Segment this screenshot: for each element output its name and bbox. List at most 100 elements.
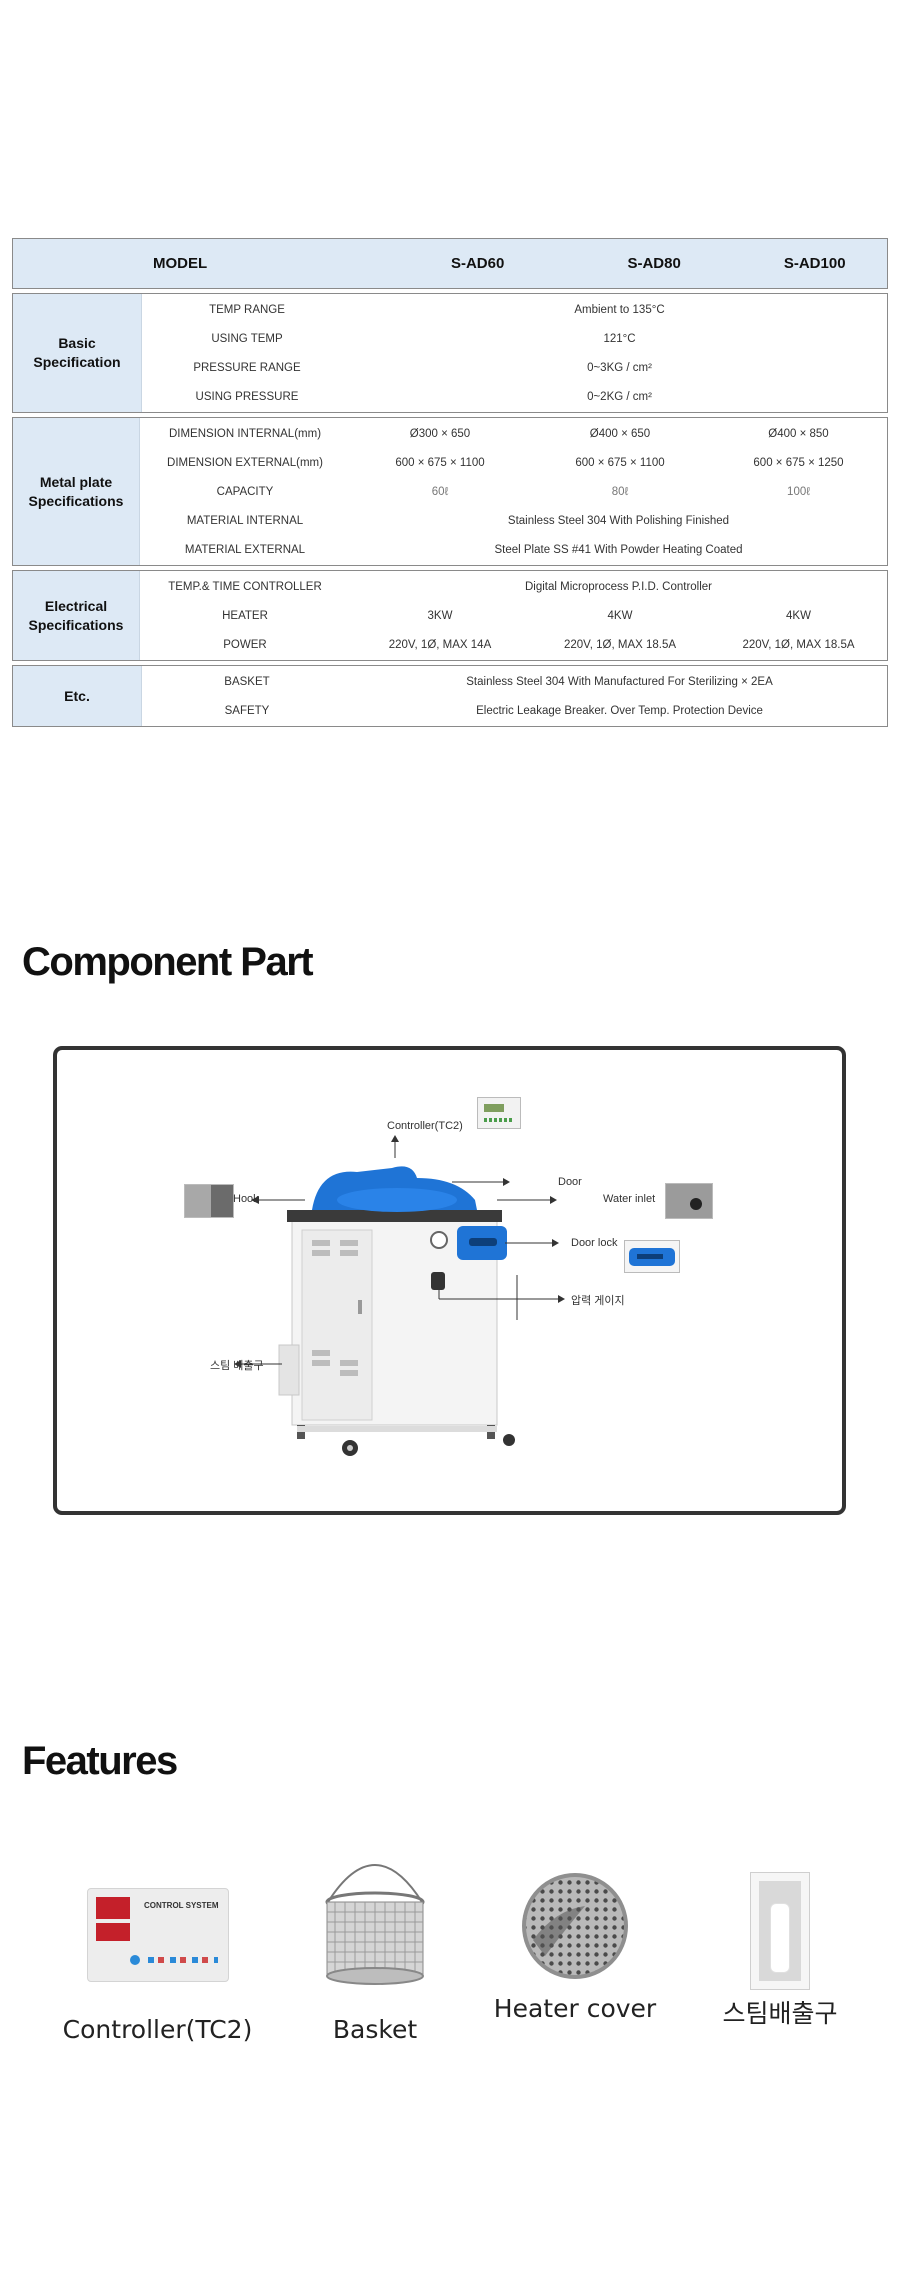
row-label: TEMP RANGE (209, 303, 285, 316)
spec-row: USING PRESSURE 0~2KG / cm² (142, 382, 887, 411)
spec-row: CAPACITY 60ℓ 80ℓ 100ℓ (140, 477, 887, 506)
feature-caption: 스팀배출구 (722, 1999, 838, 2028)
feature-heater-cover: Heater cover (475, 1860, 675, 2055)
spec-row: TEMP RANGE Ambient to 135°C (142, 295, 887, 324)
cell-s-ad60: 600 × 675 × 1100 (395, 456, 485, 469)
row-label: PRESSURE RANGE (193, 361, 301, 374)
label-controller: Controller(TC2) (387, 1120, 463, 1132)
row-value: Steel Plate SS #41 With Powder Heating C… (494, 543, 743, 556)
cell-s-ad80: 600 × 675 × 1100 (575, 456, 665, 469)
cell-s-ad80: Ø400 × 650 (589, 427, 651, 440)
spec-group-etc: Etc. BASKET Stainless Steel 304 With Manu… (12, 665, 888, 727)
row-value: 0~2KG / cm² (587, 390, 652, 403)
row-value: 0~3KG / cm² (587, 361, 652, 374)
spec-row: TEMP.& TIME CONTROLLER Digital Microproce… (140, 572, 887, 601)
feature-caption: Basket (332, 2015, 418, 2044)
cell-s-ad60: Ø300 × 650 (409, 427, 471, 440)
label-hook: Hook (233, 1193, 259, 1205)
model-header: MODEL (153, 255, 208, 272)
row-label: CAPACITY (216, 485, 274, 498)
spec-row: USING TEMP 121°C (142, 324, 887, 353)
cell-s-ad100: 600 × 675 × 1250 (753, 456, 844, 469)
feature-basket: Basket (280, 1840, 470, 2055)
spec-row: POWER 220V, 1Ø, MAX 14A 220V, 1Ø, MAX 18.5… (140, 630, 887, 659)
row-label: DIMENSION INTERNAL(mm) (168, 427, 322, 440)
label-steam-outlet: 스팀 배출구 (210, 1360, 264, 1372)
model-s-ad60: S-AD60 (450, 255, 505, 272)
water-inlet-thumbnail (665, 1183, 713, 1219)
cell-s-ad100: Ø400 × 850 (768, 427, 829, 440)
row-value: Ambient to 135°C (574, 303, 665, 316)
row-label: BASKET (224, 675, 270, 688)
group-title: Etc. (13, 666, 142, 726)
cell-s-ad100: 4KW (786, 609, 811, 622)
spec-header-row: MODEL S-AD60 S-AD80 S-AD100 (12, 238, 888, 289)
feature-steam-outlet: 스팀배출구 (690, 1872, 870, 2055)
model-s-ad100: S-AD100 (783, 255, 846, 272)
feature-controller: CONTROL SYSTEM Controller(TC2) (55, 1880, 260, 2055)
row-label: USING TEMP (211, 332, 283, 345)
component-part-title: Component Part (22, 940, 314, 984)
row-value: 121°C (603, 332, 636, 345)
control-system-text: CONTROL SYSTEM (144, 1901, 219, 1910)
feature-caption: Controller(TC2) (62, 2015, 253, 2044)
controller-image: CONTROL SYSTEM (87, 1888, 229, 1982)
row-value: Stainless Steel 304 With Manufactured Fo… (466, 675, 773, 688)
cell-s-ad80: 220V, 1Ø, MAX 18.5A (563, 638, 677, 651)
hook-thumbnail (184, 1184, 234, 1218)
cell-s-ad60: 60ℓ (431, 485, 449, 498)
autoclave-illustration (234, 1135, 565, 1456)
spec-row: DIMENSION INTERNAL(mm) Ø300 × 650 Ø400 × 6… (140, 419, 887, 448)
model-s-ad80: S-AD80 (627, 255, 681, 272)
row-label: USING PRESSURE (195, 390, 299, 403)
label-pressure-gauge: 압력 게이지 (571, 1295, 625, 1307)
group-title-line1: Electrical (44, 597, 108, 614)
row-value: Digital Microprocess P.I.D. Controller (524, 580, 713, 593)
door-lock-thumbnail (624, 1240, 680, 1273)
spec-row: MATERIAL INTERNAL Stainless Steel 304 Wit… (140, 506, 887, 535)
spec-row: HEATER 3KW 4KW 4KW (140, 601, 887, 630)
group-title-line2: Specifications (28, 492, 124, 509)
cell-s-ad100: 220V, 1Ø, MAX 18.5A (742, 638, 855, 651)
row-label: MATERIAL INTERNAL (186, 514, 304, 527)
cell-s-ad60: 220V, 1Ø, MAX 14A (388, 638, 492, 651)
spec-row: BASKET Stainless Steel 304 With Manufactu… (142, 667, 887, 696)
row-label: HEATER (222, 609, 268, 622)
spec-row: DIMENSION EXTERNAL(mm) 600 × 675 × 1100 60… (140, 448, 887, 477)
row-label: POWER (223, 638, 267, 651)
group-title-line1: Etc. (64, 687, 90, 704)
cell-s-ad80: 4KW (607, 609, 633, 622)
group-title-line1: Basic (58, 335, 96, 351)
label-door: Door (558, 1176, 582, 1188)
heater-cover-image (522, 1873, 628, 1979)
group-title-line2: Specifications (28, 616, 124, 633)
spec-row: SAFETY Electric Leakage Breaker. Over Tem… (142, 696, 887, 725)
cell-s-ad60: 3KW (427, 609, 453, 622)
label-door-lock: Door lock (571, 1237, 618, 1249)
component-diagram: Controller(TC2) Door Hook Water inlet Do… (53, 1046, 846, 1515)
row-label: SAFETY (224, 704, 270, 717)
group-title-line1: Metal plate (39, 473, 113, 490)
group-title-line2: Specification (33, 354, 121, 370)
cell-s-ad80: 80ℓ (611, 485, 629, 498)
row-label: TEMP.& TIME CONTROLLER (168, 580, 322, 593)
steam-outlet-image (750, 1872, 810, 1990)
spec-row: PRESSURE RANGE 0~3KG / cm² (142, 353, 887, 382)
basket-image (325, 1864, 425, 1985)
row-value: Electric Leakage Breaker. Over Temp. Pro… (476, 704, 763, 717)
cell-s-ad100: 100ℓ (787, 485, 810, 498)
row-label: DIMENSION EXTERNAL(mm) (167, 456, 323, 469)
feature-caption: Heater cover (493, 1994, 657, 2023)
label-water-inlet: Water inlet (603, 1193, 656, 1205)
row-value: Stainless Steel 304 With Polishing Finis… (507, 514, 730, 527)
controller-thumbnail (477, 1097, 521, 1129)
features-title: Features (22, 1739, 178, 1783)
